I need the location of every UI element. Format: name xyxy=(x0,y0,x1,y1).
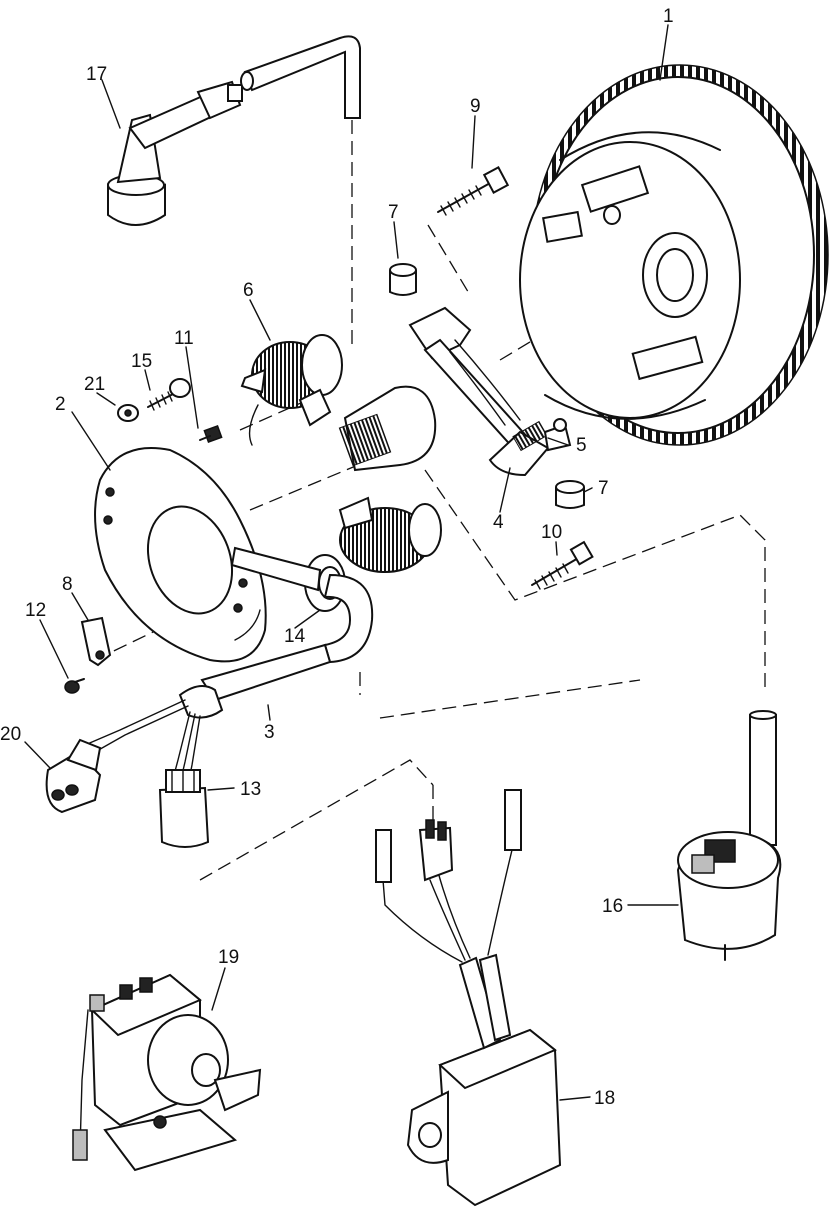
callout-8: 8 xyxy=(62,574,73,595)
callout-20: 20 xyxy=(0,724,21,745)
lighting-coil-4 xyxy=(408,306,550,477)
cdi-box-18 xyxy=(375,789,562,1207)
callout-11: 11 xyxy=(174,328,194,349)
bolt-10 xyxy=(531,540,594,590)
ignition-coil-16 xyxy=(676,710,782,961)
callout-18: 18 xyxy=(594,1088,615,1109)
callout-3: 3 xyxy=(264,722,275,743)
exciter-coil-6 xyxy=(240,334,343,446)
flywheel xyxy=(519,64,829,446)
callout-6: 6 xyxy=(243,280,254,301)
high-tension-lead xyxy=(240,35,361,119)
callout-21: 21 xyxy=(84,374,105,395)
ignition-coil-core xyxy=(338,385,437,472)
connector-20 xyxy=(45,738,102,814)
callout-13: 13 xyxy=(240,779,261,800)
callout-12: 12 xyxy=(25,600,46,621)
screw-12 xyxy=(64,678,85,694)
callout-7-bottom: 7 xyxy=(598,478,609,499)
spacer-7-top xyxy=(389,263,417,296)
bolt-9 xyxy=(437,166,510,216)
callout-4: 4 xyxy=(493,512,504,533)
callout-1: 1 xyxy=(663,6,674,27)
stator-plate-2 xyxy=(94,447,267,663)
spark-plug-cap xyxy=(107,80,243,226)
spacer-7-bottom xyxy=(555,480,585,509)
callout-10: 10 xyxy=(541,522,562,543)
callout-7-top: 7 xyxy=(388,202,399,223)
connector-13 xyxy=(158,769,210,848)
callout-19: 19 xyxy=(218,947,239,968)
callout-9: 9 xyxy=(470,96,481,117)
callout-17: 17 xyxy=(86,64,107,85)
leader-lines xyxy=(24,24,679,1101)
washer-21 xyxy=(117,404,139,422)
callout-5: 5 xyxy=(576,435,587,456)
starter-solenoid-19 xyxy=(72,973,262,1172)
screw-11 xyxy=(199,425,223,443)
callout-labels: 1 17 9 7 6 11 15 21 2 5 7 4 10 8 12 14 3… xyxy=(0,6,674,1109)
clamp-8 xyxy=(80,616,112,667)
callout-15: 15 xyxy=(131,351,152,372)
screw-15 xyxy=(147,378,191,411)
exciter-coil-lower xyxy=(338,496,442,573)
callout-16: 16 xyxy=(602,896,623,917)
grommet-5 xyxy=(543,418,572,452)
callout-14: 14 xyxy=(284,626,306,647)
callout-2: 2 xyxy=(55,394,66,415)
wire-harness-3 xyxy=(84,546,374,796)
